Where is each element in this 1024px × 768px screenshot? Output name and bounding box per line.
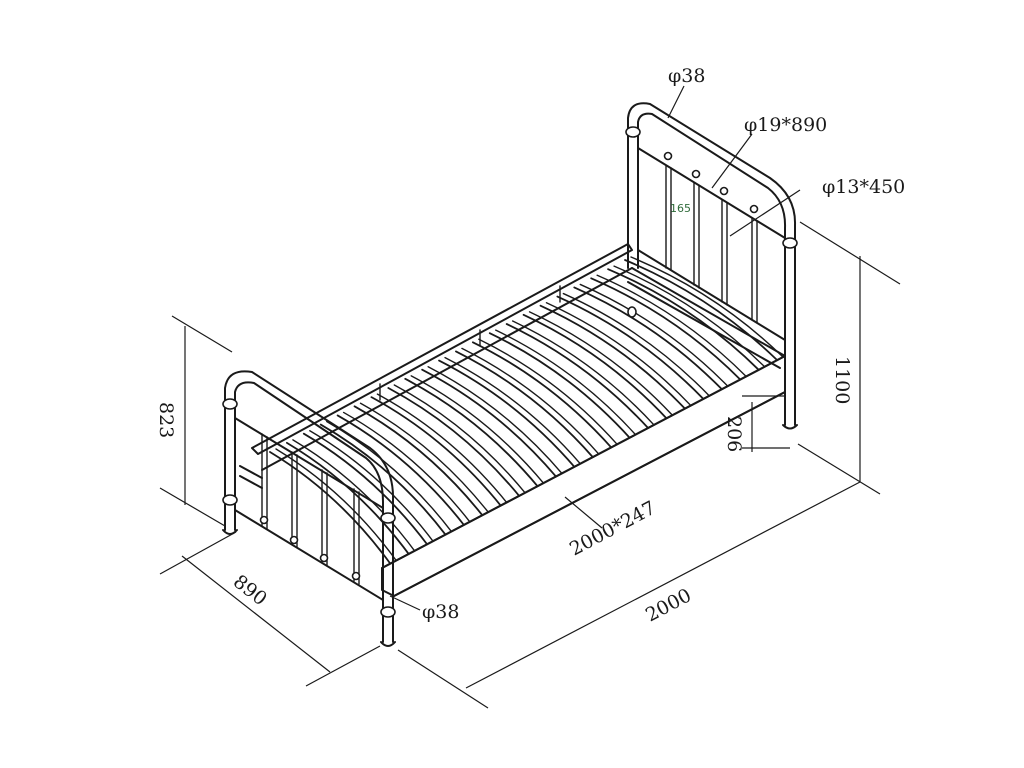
dimension-lines [159, 85, 901, 709]
footboard [222, 370, 396, 647]
headboard-spindles [663, 151, 759, 324]
bed-slat-edge [410, 375, 546, 486]
label-pipe-diameter-top: φ38 [668, 65, 705, 87]
bed-slat [404, 377, 540, 489]
footboard-collar-bottom-left [222, 494, 238, 506]
footboard-collar-top-right [380, 512, 396, 524]
front-side-rail [381, 267, 786, 597]
bed-slat-edge [461, 347, 601, 456]
bed-slat [353, 405, 485, 518]
bed-slat-edge [528, 311, 674, 417]
footboard-bottom-crossbar [234, 509, 384, 601]
bed-slat-edge [427, 366, 564, 476]
bed-slat-edge [545, 302, 693, 407]
label-165: 165 [670, 202, 691, 215]
bed-slat [590, 277, 742, 381]
label-height-1100: 1100 [831, 356, 853, 404]
bed-slat [573, 286, 723, 391]
bed-slat-edge [613, 265, 766, 368]
headboard-bottom-crossbar [637, 249, 786, 341]
bed-slat-edge [596, 274, 748, 378]
bed-slat [607, 268, 760, 371]
bed-slat-edge [393, 384, 528, 496]
bed-slat-edge [562, 292, 711, 397]
label-spindle: φ13*450 [822, 176, 905, 198]
bed-slat-edge [495, 329, 638, 437]
bed-slat-edge [359, 402, 491, 515]
bed-slat [336, 414, 467, 528]
label-height-823: 823 [155, 402, 177, 438]
label-side-rail: 2000*247 [566, 497, 659, 561]
bed-slat-edge [376, 393, 509, 505]
bed-slat-edge [309, 430, 436, 545]
bed-slat [471, 341, 613, 450]
label-leg-206: 206 [723, 416, 745, 452]
footboard-collar-bottom-right [380, 606, 396, 618]
footboard-arch-outer [224, 370, 395, 519]
footboard-spindles [259, 433, 361, 585]
headboard-collar-left [625, 126, 641, 138]
bed-slat [539, 304, 687, 410]
bed-slat [455, 350, 595, 459]
bed-slat [556, 295, 705, 401]
label-headboard-rail: φ19*890 [744, 114, 827, 136]
bed-slat-edge [630, 256, 784, 358]
bed-slat [522, 313, 668, 420]
bed-slat [488, 332, 632, 440]
bed-slat [421, 368, 558, 479]
bed-slat [302, 432, 430, 548]
footboard-arch-inner [234, 381, 384, 519]
headboard-arch-outer [627, 102, 797, 246]
bed-slat [505, 323, 650, 430]
bed-slat-edge [342, 411, 473, 525]
slat-group [269, 256, 784, 567]
label-pipe-diameter-bottom: φ38 [422, 601, 459, 623]
footboard-top-crossbar [234, 417, 384, 509]
dimension-labels: φ38 φ19*890 φ13*450 165 1100 823 206 200… [155, 65, 905, 626]
bed-slat [269, 451, 393, 567]
bed-slat-edge [444, 356, 583, 466]
bed-slat-edge [478, 338, 619, 446]
bed-slat [624, 259, 778, 361]
bed-slat-edge [511, 320, 656, 427]
label-length-2000: 2000 [642, 584, 695, 626]
bed-slat [370, 396, 503, 509]
label-width-890: 890 [229, 571, 271, 611]
headboard-top-crossbar [637, 147, 786, 239]
bed-slat-edge [579, 283, 729, 388]
bed-slat [387, 387, 522, 499]
headboard-collar-right [782, 237, 798, 249]
footboard-collar-top-left [222, 398, 238, 410]
bed-slat [438, 359, 577, 469]
headboard-right-foot [782, 424, 798, 430]
bed-slat-edge [292, 439, 418, 554]
headboard-arch-inner [637, 112, 787, 246]
headboard [625, 102, 798, 430]
